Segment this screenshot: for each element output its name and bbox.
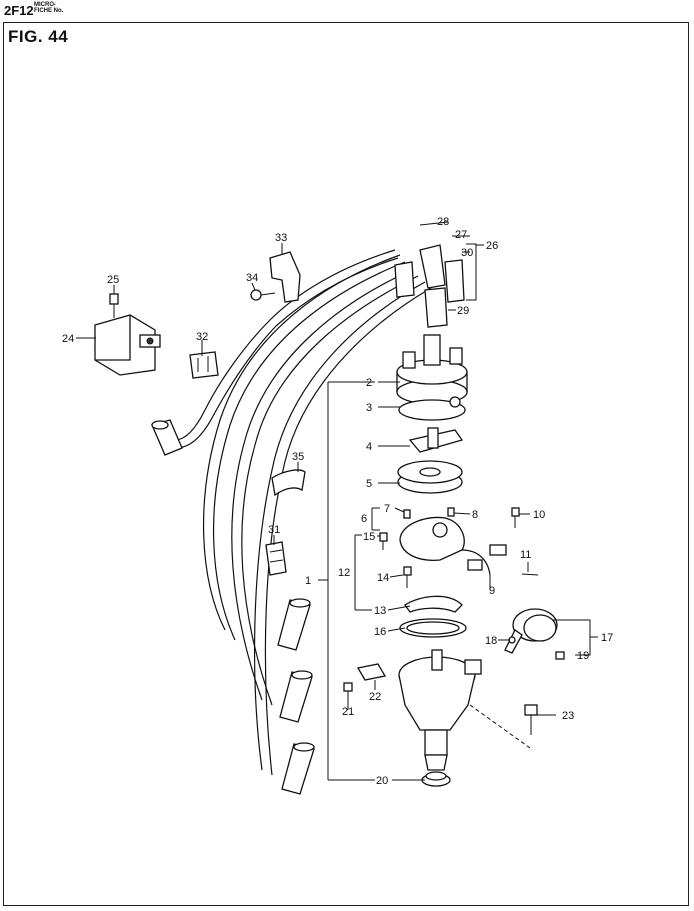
callout-3: 3	[366, 402, 372, 414]
dust-cover	[397, 460, 463, 494]
callout-21: 21	[342, 706, 354, 718]
callout-22: 22	[369, 691, 381, 703]
bolt-21	[343, 682, 353, 705]
microfiche-code: 2F12	[4, 3, 34, 18]
clamp-31	[265, 541, 287, 576]
microfiche-label-line1: MICRO-	[34, 2, 56, 8]
callout-labels: 1 2 3 4 5 6 7 8 9 10 11 12 13 14 15 16 1…	[62, 216, 613, 787]
callout-8: 8	[472, 509, 478, 521]
pickup-assembly	[399, 516, 507, 576]
rotor	[408, 427, 464, 453]
callout-10: 10	[533, 509, 545, 521]
microfiche-label-line2: FICHE No.	[34, 8, 64, 14]
coil-wire-boot	[151, 419, 183, 456]
distributor-housing	[398, 649, 482, 771]
callout-5: 5	[366, 478, 372, 490]
callout-29: 29	[457, 305, 469, 317]
callout-2: 2	[366, 377, 372, 389]
figure-title: FIG. 44	[8, 27, 69, 46]
callout-32: 32	[196, 331, 208, 343]
bracket-33	[269, 251, 301, 303]
clamp-35	[271, 469, 306, 497]
breaker-plate	[404, 595, 463, 613]
callout-9: 9	[489, 585, 495, 597]
callout-28: 28	[437, 216, 449, 228]
callout-1: 1	[305, 575, 311, 587]
plug-boot-middle	[279, 670, 313, 723]
screws	[379, 507, 539, 588]
callout-16: 16	[374, 626, 386, 638]
vacuum-advance	[504, 608, 558, 654]
drive-gear	[421, 771, 451, 787]
callout-35: 35	[292, 451, 304, 463]
callout-31: 31	[268, 524, 280, 536]
callout-18: 18	[485, 635, 497, 647]
callout-27: 27	[455, 229, 467, 241]
callout-26: 26	[486, 240, 498, 252]
bolt-23	[524, 704, 538, 735]
microfiche-label: MICRO- FICHE No.	[34, 2, 63, 14]
callout-4: 4	[366, 441, 372, 453]
bolt-34	[250, 289, 276, 301]
callout-33: 33	[275, 232, 287, 244]
callout-20: 20	[376, 775, 388, 787]
callout-14: 14	[377, 572, 389, 584]
callout-25: 25	[107, 274, 119, 286]
callout-11: 11	[520, 549, 531, 561]
callout-13: 13	[374, 605, 386, 617]
callout-7: 7	[384, 503, 390, 515]
plug-boot-lower	[281, 742, 315, 795]
cap-seal	[398, 396, 466, 421]
distributor-cap	[396, 334, 468, 405]
plug-boot-upper	[277, 598, 311, 651]
callout-19: 19	[577, 650, 589, 662]
callout-23: 23	[562, 710, 574, 722]
cap-terminal-boots	[394, 244, 465, 328]
callout-6: 6	[361, 513, 367, 525]
leader-lines	[76, 221, 598, 781]
figure-frame	[3, 22, 689, 906]
callout-34: 34	[246, 272, 258, 284]
ignition-coil	[94, 314, 161, 376]
coil-bolt	[109, 293, 119, 318]
wire-clamp-32	[189, 351, 219, 379]
callout-15: 15	[363, 531, 375, 543]
callout-17: 17	[601, 632, 613, 644]
o-ring	[399, 618, 467, 638]
ignition-wires	[174, 249, 432, 776]
callout-24: 24	[62, 333, 74, 345]
callout-12: 12	[338, 567, 350, 579]
callout-30: 30	[461, 247, 473, 259]
clamp-22	[356, 663, 387, 681]
